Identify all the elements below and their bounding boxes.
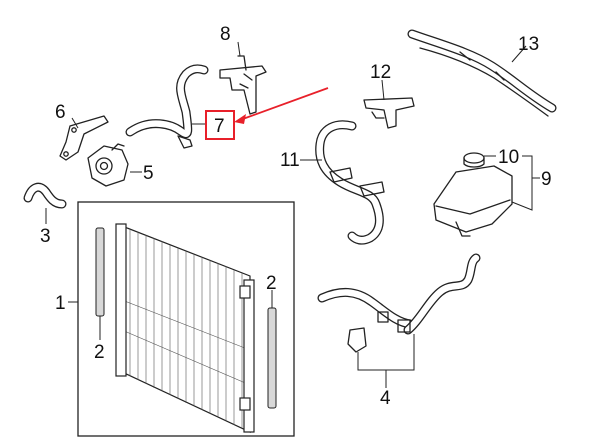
radiator-fins [121,229,251,428]
callout-1: 1 [55,293,66,314]
radiator-left-tank [115,223,127,377]
highlight-arrow [234,87,329,124]
callout-3: 3 [40,226,51,247]
callout-11: 11 [280,150,300,171]
part-8-pipe-bracket [219,55,267,115]
part-7-hose [125,64,209,149]
callout-2-left: 2 [94,342,105,363]
callout-13: 13 [518,34,539,55]
callout-5: 5 [143,163,154,184]
part-3-hose [23,182,67,209]
radiator-bracket-bottom [239,397,251,411]
part-9-reservoir [433,165,513,237]
radiator-right-tank [243,279,255,433]
callout-8: 8 [220,24,231,45]
radiator-bracket-top [239,285,251,299]
radiator-assembly [77,201,295,437]
seal-strip-left [95,227,105,317]
callout-10: 10 [498,147,519,168]
callout-6: 6 [55,102,66,123]
part-13-pipe [407,29,557,117]
part-6-bracket [59,115,109,161]
radiator-box-outline [77,201,295,437]
callout-2-right: 2 [266,273,277,294]
callout-9: 9 [541,169,552,190]
seal-strip-right [267,307,277,409]
callout-4: 4 [380,388,391,409]
part-5-water-pump [87,143,129,187]
leader-lines [45,41,540,388]
callout-12: 12 [370,62,391,83]
callout-7-highlight-box [205,110,235,140]
callout-7: 7 [214,116,225,137]
part-4-hose-assembly [317,253,481,353]
part-10-reservoir-cap [463,152,485,168]
part-11-hose [315,120,385,245]
part-12-connector [363,97,415,129]
